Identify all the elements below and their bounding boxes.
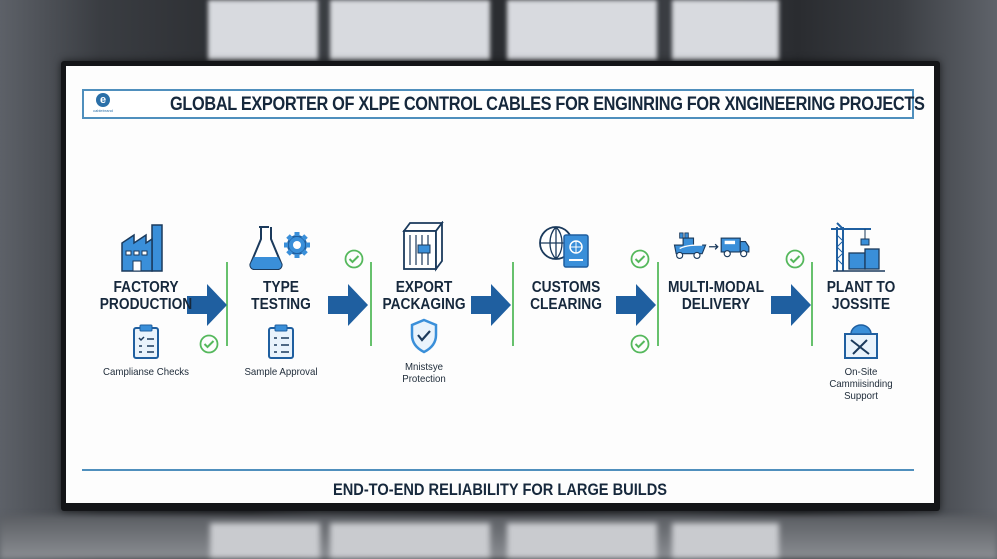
background-window (208, 0, 318, 60)
clipboard-checklist-icon (133, 324, 159, 359)
flask-gear-icon (249, 226, 310, 271)
page-title: GLOBAL EXPORTER OF XLPE CONTROL CABLES F… (170, 94, 925, 115)
background-window (507, 0, 657, 60)
flow-arrow-icon (771, 284, 811, 326)
footer-tagline: END-TO-END RELIABILITY FOR LARGE BUILDS (332, 480, 668, 499)
logo-icon: e (96, 93, 110, 107)
crate-icon (402, 221, 444, 272)
stage-divider (657, 262, 659, 346)
shield-check-icon (410, 318, 438, 354)
globe-passport-icon (539, 226, 589, 268)
slide: e cablebrand GLOBAL EXPORTER OF XLPE CON… (66, 66, 934, 503)
flow-arrow-icon (616, 284, 656, 326)
check-circle-icon (344, 249, 364, 269)
background-window (330, 0, 490, 60)
background-window (672, 0, 779, 60)
stage-divider (811, 262, 813, 346)
stage-divider (512, 262, 514, 346)
logo-text: cablebrand (93, 108, 113, 113)
ship-truck-icon (673, 232, 750, 260)
footer-divider (82, 469, 914, 471)
flow-arrow-icon (328, 284, 368, 326)
check-circle-icon (630, 334, 650, 354)
company-logo: e cablebrand (88, 93, 118, 117)
header-banner: e cablebrand GLOBAL EXPORTER OF XLPE CON… (82, 89, 925, 119)
stage-divider (226, 262, 228, 346)
monitor: e cablebrand GLOBAL EXPORTER OF XLPE CON… (61, 61, 940, 511)
clipboard-list-icon (268, 324, 294, 359)
flow-arrow-icon (187, 284, 227, 326)
hardhat-tools-icon (844, 324, 878, 359)
crane-icon (831, 222, 885, 272)
factory-icon (121, 224, 163, 272)
stage-sub-label: Camplianse Checks (103, 366, 189, 378)
background-floor (0, 515, 997, 559)
stage-divider (370, 262, 372, 346)
stage-sub-label: Sample Approval (244, 366, 318, 378)
check-circle-icon (199, 334, 219, 354)
check-circle-icon (785, 249, 805, 269)
check-circle-icon (630, 249, 650, 269)
flow-arrow-icon (471, 284, 511, 326)
